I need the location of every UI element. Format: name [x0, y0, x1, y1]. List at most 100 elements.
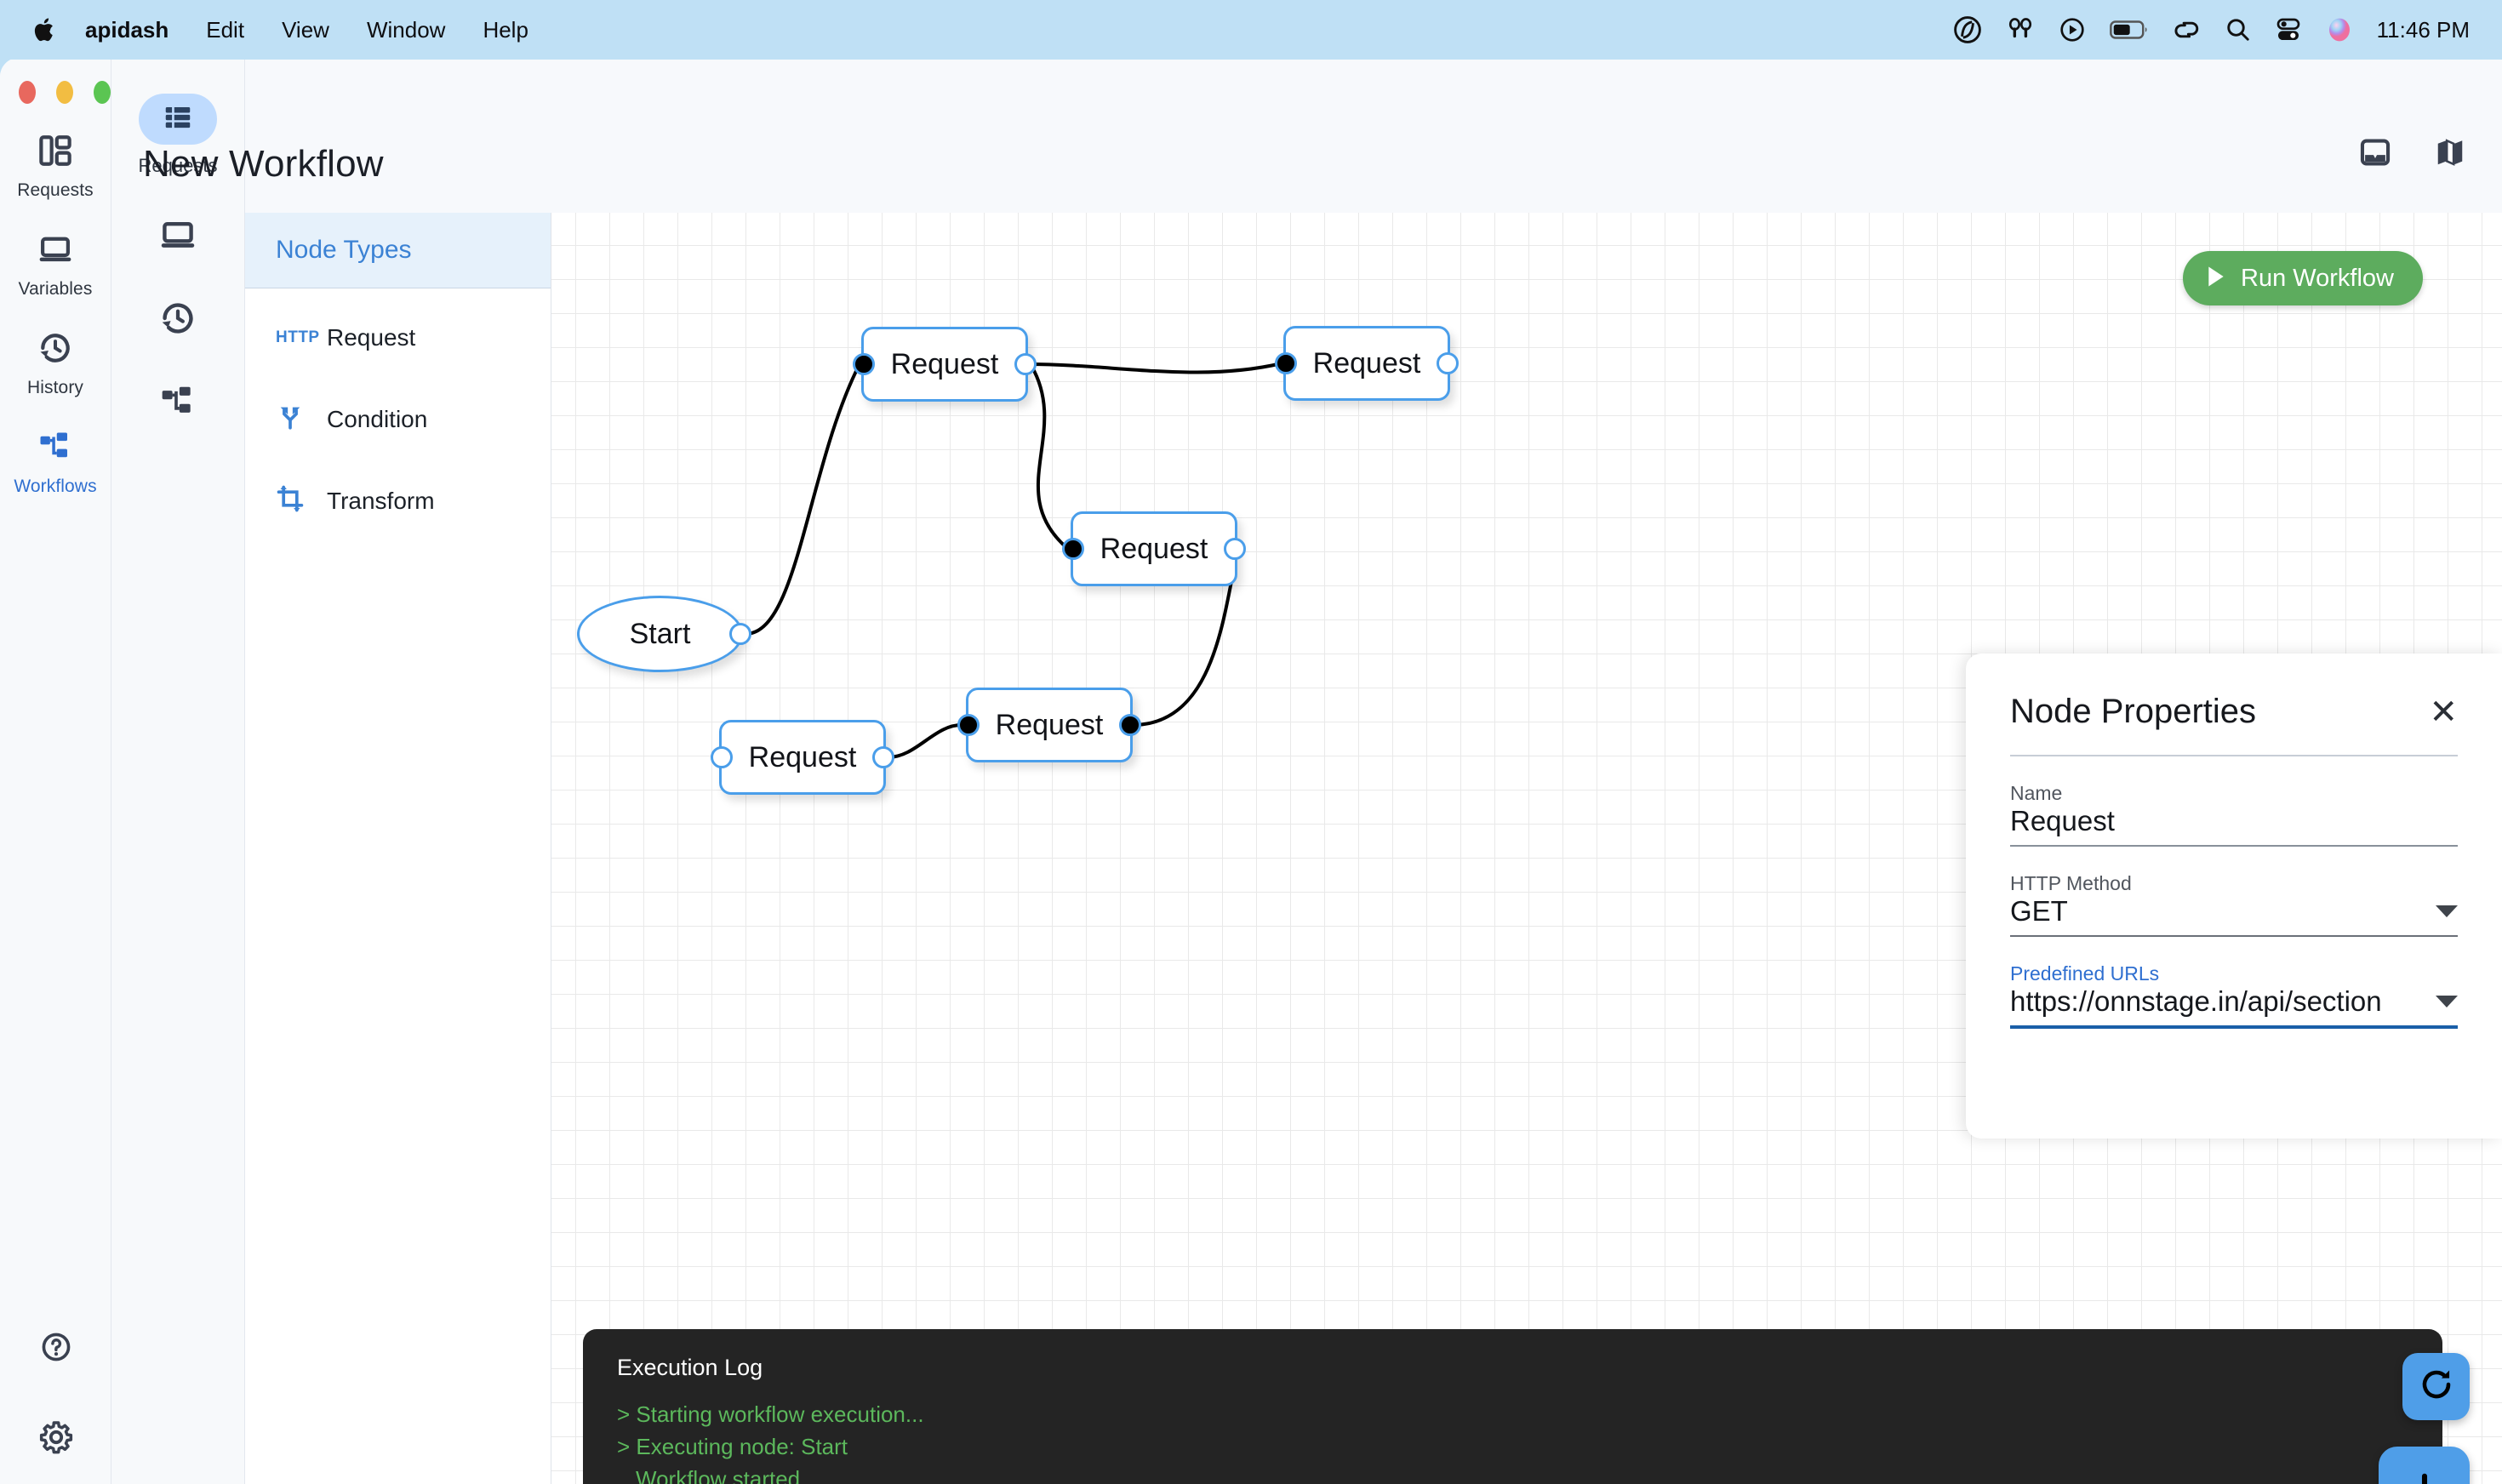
node-input-port[interactable]: [1062, 538, 1084, 560]
field-name: Name Request: [2010, 782, 2458, 847]
menubar-item-view[interactable]: View: [282, 17, 329, 43]
menubar-item-help[interactable]: Help: [483, 17, 528, 43]
menubar-clock: 11:46 PM: [2376, 16, 2470, 43]
node-output-port[interactable]: [1224, 538, 1246, 560]
field-underline: [2010, 845, 2458, 847]
adobe-creative-cloud-icon[interactable]: [1953, 15, 1982, 44]
node-types-header: Node Types: [245, 213, 551, 288]
laptop-icon: [37, 231, 73, 271]
primary-sidebar: Requests Variables History Workflows: [0, 58, 111, 1484]
field-row[interactable]: GET: [2010, 895, 2458, 935]
node-type-request[interactable]: HTTP Request: [245, 297, 551, 379]
node-output-port[interactable]: [1437, 352, 1459, 374]
node-output-port[interactable]: [1014, 353, 1037, 375]
field-row[interactable]: https://onnstage.in/api/section: [2010, 985, 2458, 1025]
node-output-port[interactable]: [1119, 714, 1141, 736]
node-output-port[interactable]: [729, 623, 751, 645]
control-center-icon[interactable]: [2275, 16, 2302, 43]
node-label: Request: [748, 740, 857, 773]
sidebar-item-label: Workflows: [14, 477, 97, 496]
maximize-button[interactable]: [94, 81, 111, 104]
airpods-icon[interactable]: [2006, 15, 2035, 44]
node-input-port[interactable]: [957, 714, 980, 736]
close-x-icon[interactable]: ✕: [2429, 693, 2458, 731]
play-triangle-icon: [2207, 265, 2225, 292]
rail2-active-label: Requests: [138, 155, 218, 176]
menubar-item-window[interactable]: Window: [366, 17, 446, 43]
node-properties-title: Node Properties: [2010, 693, 2257, 730]
node-properties-panel: Node Properties ✕ Name Request HTTP Meth…: [1966, 654, 2502, 1139]
workflow-node-request-1[interactable]: Request: [853, 327, 1037, 402]
field-row[interactable]: Request: [2010, 805, 2458, 845]
workflow-node-request-2[interactable]: Request: [1275, 326, 1459, 401]
sidebar-item-requests[interactable]: Requests: [8, 133, 103, 201]
macos-menubar: apidash Edit View Window Help 11:46 PM: [0, 0, 2502, 60]
plus-icon: [2402, 1468, 2447, 1484]
node-type-label: Transform: [327, 488, 435, 514]
help-circle-icon[interactable]: [40, 1331, 72, 1367]
node-types-panel: Node Types HTTP Request Condition Transf…: [245, 213, 551, 1484]
node-input-port[interactable]: [1275, 352, 1297, 374]
menubar-item-apidash[interactable]: apidash: [85, 17, 169, 43]
menubar-left: apidash Edit View Window Help: [0, 15, 547, 44]
window-traffic-lights: [0, 58, 111, 104]
node-output-port[interactable]: [872, 746, 894, 768]
rail2-item-requests[interactable]: [139, 94, 217, 145]
sidebar-item-workflows[interactable]: Workflows: [8, 429, 103, 497]
siri-icon[interactable]: [2326, 16, 2353, 43]
sidebar-item-label: Requests: [17, 180, 94, 200]
media-play-icon[interactable]: [2059, 16, 2086, 43]
workflow-node-start[interactable]: Start: [577, 596, 751, 672]
rail2-item-history[interactable]: [139, 293, 217, 344]
rail2-item-variables[interactable]: [139, 209, 217, 260]
field-predefined-urls: Predefined URLs https://onnstage.in/api/…: [2010, 962, 2458, 1029]
menubar-item-edit[interactable]: Edit: [206, 17, 245, 43]
name-input-value[interactable]: Request: [2010, 805, 2115, 836]
header-icon-group: [2359, 136, 2466, 173]
menubar-status-icons: 11:46 PM: [1953, 15, 2502, 44]
workflow-node-request-5[interactable]: Request: [711, 720, 894, 795]
node-label: Request: [995, 708, 1104, 741]
sidebar-item-history[interactable]: History: [8, 330, 103, 398]
field-label: HTTP Method: [2010, 872, 2132, 894]
field-underline: [2010, 1025, 2458, 1029]
workflow-node-request-3[interactable]: Request: [1062, 511, 1246, 586]
close-button[interactable]: [19, 81, 36, 104]
history-clock-icon: [37, 330, 73, 370]
chevron-down-icon[interactable]: [2436, 996, 2458, 1007]
rail2-item-workflows[interactable]: [139, 376, 217, 427]
map-minimap-icon[interactable]: [2434, 136, 2466, 173]
sidebar-items: Requests Variables History Workflows: [0, 133, 111, 497]
execution-log-lines: > Starting workflow execution... > Execu…: [617, 1401, 2408, 1484]
app-window: New Workflow Requests: [0, 58, 2502, 1484]
apple-logo-icon[interactable]: [26, 15, 66, 44]
node-input-port[interactable]: [853, 353, 875, 375]
node-types-list: HTTP Request Condition Transform: [245, 288, 551, 542]
node-type-transform[interactable]: Transform: [245, 460, 551, 542]
divider: [2010, 755, 2458, 756]
refresh-icon: [2419, 1367, 2454, 1407]
sidebar-item-label: Variables: [18, 279, 93, 299]
transform-crop-icon: [276, 484, 305, 518]
console-panel-icon[interactable]: [2359, 136, 2391, 173]
minimize-button[interactable]: [56, 81, 73, 104]
http-text-icon: HTTP: [276, 328, 320, 346]
secondary-icon-rail: Requests: [111, 58, 245, 1484]
node-input-port[interactable]: [711, 746, 733, 768]
refresh-button[interactable]: [2402, 1353, 2470, 1420]
predefined-url-value[interactable]: https://onnstage.in/api/section: [2010, 985, 2382, 1017]
workflow-node-request-4[interactable]: Request: [957, 688, 1141, 762]
cleanshot-link-icon[interactable]: [2173, 16, 2202, 43]
node-type-condition[interactable]: Condition: [245, 379, 551, 460]
http-method-value[interactable]: GET: [2010, 895, 2068, 927]
node-properties-header: Node Properties ✕: [2010, 693, 2458, 731]
chevron-down-icon[interactable]: [2436, 905, 2458, 917]
sidebar-item-variables[interactable]: Variables: [8, 231, 103, 300]
gear-icon[interactable]: [39, 1420, 73, 1458]
log-line: Workflow started: [636, 1466, 801, 1484]
add-node-button[interactable]: [2379, 1447, 2470, 1484]
battery-icon[interactable]: [2109, 19, 2149, 41]
spotlight-search-icon[interactable]: [2225, 17, 2251, 43]
workflow-canvas[interactable]: Start Request Request Request Request: [551, 213, 2502, 1484]
run-workflow-button[interactable]: Run Workflow: [2183, 251, 2423, 305]
